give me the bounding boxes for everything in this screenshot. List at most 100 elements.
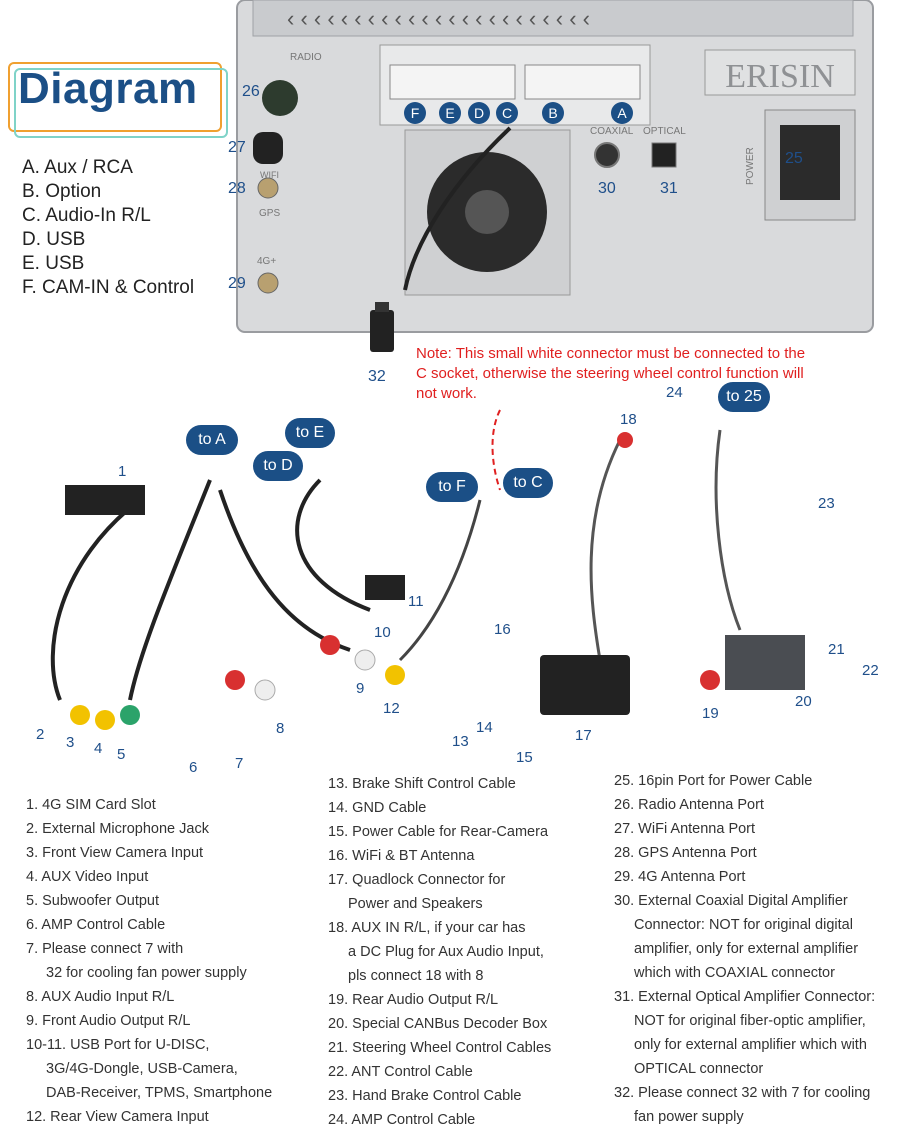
description-line: 17. Quadlock Connector for (328, 872, 506, 888)
socket-a-marker: A (611, 102, 633, 124)
cable-number: 3 (66, 734, 75, 751)
to-e-bubble: to E (285, 418, 335, 448)
description-line: 2. External Microphone Jack (26, 821, 209, 837)
port-number: 32 (368, 368, 386, 385)
cable-number: 6 (189, 759, 198, 776)
cable-number: 9 (356, 680, 365, 697)
description-line: 8. AUX Audio Input R/L (26, 989, 175, 1005)
description-column-3: 25. 16pin Port for Power Cable 26. Radio … (614, 769, 875, 1129)
cable-number: 5 (117, 746, 126, 763)
port-number: 30 (598, 180, 616, 197)
description-line: 6. AMP Control Cable (26, 917, 166, 933)
to-a-bubble: to A (186, 425, 238, 455)
description-column-2: 13. Brake Shift Control Cable 14. GND Cab… (328, 772, 551, 1132)
page-title: Diagram (18, 64, 198, 113)
description-line: 28. GPS Antenna Port (614, 845, 757, 861)
legend-item: B. Option (22, 181, 102, 202)
to-c-bubble: to C (503, 468, 553, 498)
socket-legend: A. Aux / RCA B. Option C. Audio-In R/L D… (22, 156, 194, 300)
cable-number: 12 (383, 700, 400, 717)
connection-note: Note: This small white connector must be… (416, 345, 806, 402)
port-number: 31 (660, 180, 678, 197)
gps-label: GPS (259, 208, 280, 219)
description-line: 16. WiFi & BT Antenna (328, 848, 475, 864)
description-column-1: 1. 4G SIM Card Slot 2. External Microphon… (26, 793, 272, 1129)
to-f-bubble: to F (426, 472, 478, 502)
socket-b-marker: B (542, 102, 564, 124)
port-number: 29 (228, 275, 246, 292)
legend-item: F. CAM-IN & Control (22, 277, 195, 298)
description-line: Connector: NOT for original digital (634, 917, 853, 933)
description-line: 4. AUX Video Input (26, 869, 149, 885)
cable-number: 13 (452, 733, 469, 750)
description-line: which with COAXIAL connector (634, 965, 835, 981)
legend-item: E. USB (22, 253, 85, 274)
description-line: amplifier, only for external amplifier (634, 941, 859, 957)
description-line: 31. External Optical Amplifier Connector… (614, 989, 876, 1005)
g4-label: 4G+ (257, 256, 276, 267)
description-line: 30. External Coaxial Digital Amplifier (614, 893, 848, 909)
description-line: 14. GND Cable (328, 800, 427, 816)
socket-c-marker: C (496, 102, 518, 124)
description-line: 32. Please connect 32 with 7 for cooling (614, 1085, 871, 1101)
description-line: 25. 16pin Port for Power Cable (614, 773, 813, 789)
cable-number: 18 (620, 411, 637, 428)
cable-number: 19 (702, 705, 719, 722)
cable-number: 2 (36, 726, 45, 743)
radio-label: RADIO (290, 52, 322, 63)
optical-label: OPTICAL (643, 126, 686, 137)
cable-number: 14 (476, 719, 493, 736)
port-number: 27 (228, 139, 246, 156)
description-line: 24. AMP Control Cable (328, 1112, 476, 1128)
description-line: OPTICAL connector (634, 1061, 764, 1077)
description-line: 19. Rear Audio Output R/L (328, 992, 499, 1008)
cable-number: 7 (235, 755, 244, 772)
description-line: 32 for cooling fan power supply (46, 965, 247, 981)
cable-number: 8 (276, 720, 285, 737)
description-line: 23. Hand Brake Control Cable (328, 1088, 522, 1104)
description-line: 21. Steering Wheel Control Cables (328, 1040, 552, 1056)
description-line: 3G/4G-Dongle, USB-Camera, (46, 1061, 238, 1077)
cable-number: 24 (666, 384, 683, 401)
description-line: pls connect 18 with 8 (348, 968, 484, 984)
cable-number: 16 (494, 621, 511, 638)
description-line: 12. Rear View Camera Input (26, 1109, 209, 1125)
head-unit-back-panel: ‹ ‹ ‹ ‹ ‹ ‹ ‹ ‹ ‹ ‹ ‹ ‹ ‹ ‹ ‹ ‹ ‹ ‹ ‹ ‹ … (236, 0, 874, 333)
description-line: 1. 4G SIM Card Slot (26, 797, 156, 813)
port-number: 25 (785, 150, 803, 167)
brand-logo: ERISIN (725, 58, 835, 95)
description-line: 10-11. USB Port for U-DISC, (26, 1037, 210, 1053)
cable-number: 20 (795, 693, 812, 710)
cable-number: 17 (575, 727, 592, 744)
cable-number: 15 (516, 749, 533, 766)
description-line: 13. Brake Shift Control Cable (328, 776, 516, 792)
description-line: NOT for original fiber-optic amplifier, (634, 1013, 866, 1029)
description-line: 26. Radio Antenna Port (614, 797, 764, 813)
description-line: 22. ANT Control Cable (328, 1064, 473, 1080)
power-label: POWER (745, 147, 756, 185)
description-line: 27. WiFi Antenna Port (614, 821, 756, 837)
port-number: 28 (228, 180, 246, 197)
description-line: fan power supply (634, 1109, 744, 1125)
cable-number: 4 (94, 740, 103, 757)
wifi-label: WIFI (260, 170, 279, 180)
cable-number: 23 (818, 495, 835, 512)
description-line: 7. Please connect 7 with (26, 941, 184, 957)
description-line: 29. 4G Antenna Port (614, 869, 746, 885)
to-d-bubble: to D (253, 451, 303, 481)
port-number: 26 (242, 83, 260, 100)
description-line: 9. Front Audio Output R/L (26, 1013, 191, 1029)
description-line: 5. Subwoofer Output (26, 893, 159, 909)
description-line: a DC Plug for Aux Audio Input, (348, 944, 544, 960)
description-line: 15. Power Cable for Rear-Camera (328, 824, 549, 840)
socket-f-marker: F (404, 102, 426, 124)
cable-harness-illustration (50, 409, 805, 730)
description-line: 3. Front View Camera Input (26, 845, 204, 861)
legend-item: C. Audio-In R/L (22, 205, 151, 226)
cable-number: 11 (408, 593, 424, 610)
socket-d-marker: D (468, 102, 490, 124)
socket-e-marker: E (439, 102, 461, 124)
svg-text:‹ ‹ ‹ ‹ ‹ ‹ ‹ ‹ ‹ ‹ ‹ ‹ ‹ ‹ ‹: ‹ ‹ ‹ ‹ ‹ ‹ ‹ ‹ ‹ ‹ ‹ ‹ ‹ ‹ ‹ ‹ ‹ ‹ ‹ ‹ … (287, 6, 590, 31)
description-line: 20. Special CANBus Decoder Box (328, 1016, 548, 1032)
connector-32-illustration (370, 302, 394, 352)
